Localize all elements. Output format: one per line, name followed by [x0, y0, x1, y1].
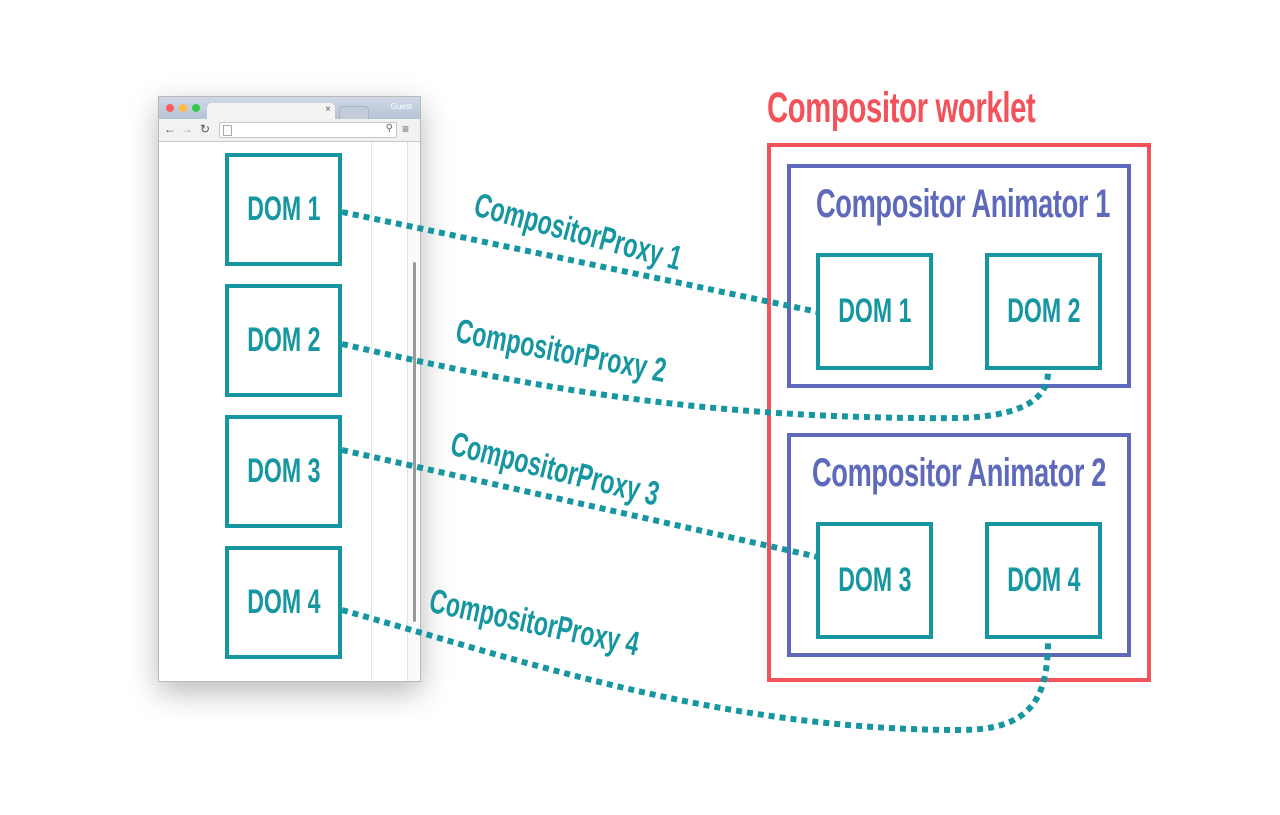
- animator-box-2: [787, 433, 1131, 657]
- page-dom-label-1: DOM 1: [246, 190, 321, 228]
- content-divider: [371, 142, 372, 681]
- page-dom-label-4: DOM 4: [246, 583, 321, 621]
- page-icon: [223, 125, 232, 136]
- page-dom-box-2: DOM 2: [225, 284, 342, 397]
- reload-icon[interactable]: ↻: [200, 122, 211, 136]
- page-dom-label-2: DOM 2: [246, 321, 321, 359]
- proxy-link-4: [341, 607, 1051, 734]
- tab-close-icon[interactable]: ×: [325, 104, 331, 115]
- browser-tab[interactable]: ×: [207, 103, 335, 119]
- worklet-dom-box-4: DOM 4: [985, 522, 1102, 639]
- animator-title-2: Compositor Animator 2: [812, 451, 1107, 495]
- proxy-link-2: [341, 341, 1051, 422]
- page-dom-box-3: DOM 3: [225, 415, 342, 528]
- scrollbar[interactable]: [407, 142, 420, 681]
- worklet-dom-label-1: DOM 1: [837, 292, 912, 330]
- page-dom-label-3: DOM 3: [246, 452, 321, 490]
- proxy-link-3: [341, 447, 819, 560]
- zoom-icon[interactable]: ⚲: [385, 123, 393, 134]
- browser-toolbar: ← → ↻ ⚲ ≡: [159, 119, 420, 142]
- close-window-button[interactable]: [166, 104, 174, 112]
- worklet-dom-label-2: DOM 2: [1006, 292, 1081, 330]
- worklet-dom-box-3: DOM 3: [816, 522, 933, 639]
- worklet-dom-box-2: DOM 2: [985, 253, 1102, 370]
- maximize-window-button[interactable]: [192, 104, 200, 112]
- guest-profile-label[interactable]: Guest: [390, 102, 412, 111]
- new-tab-button[interactable]: [339, 106, 369, 120]
- minimize-window-button[interactable]: [179, 104, 187, 112]
- page-dom-box-4: DOM 4: [225, 546, 342, 659]
- worklet-dom-label-3: DOM 3: [837, 561, 912, 599]
- worklet-dom-label-4: DOM 4: [1006, 561, 1081, 599]
- menu-icon[interactable]: ≡: [402, 122, 410, 136]
- animator-title-1: Compositor Animator 1: [816, 182, 1111, 226]
- back-arrow-icon[interactable]: ←: [164, 122, 176, 136]
- forward-arrow-icon[interactable]: →: [181, 122, 193, 136]
- worklet-dom-box-1: DOM 1: [816, 253, 933, 370]
- address-bar[interactable]: ⚲: [219, 122, 397, 138]
- proxy-link-1: [341, 209, 819, 315]
- browser-titlebar: × Guest: [159, 97, 420, 120]
- scroll-thumb[interactable]: [413, 262, 416, 622]
- animator-box-1: [787, 164, 1131, 388]
- worklet-title: Compositor worklet: [767, 84, 1036, 132]
- page-dom-box-1: DOM 1: [225, 153, 342, 266]
